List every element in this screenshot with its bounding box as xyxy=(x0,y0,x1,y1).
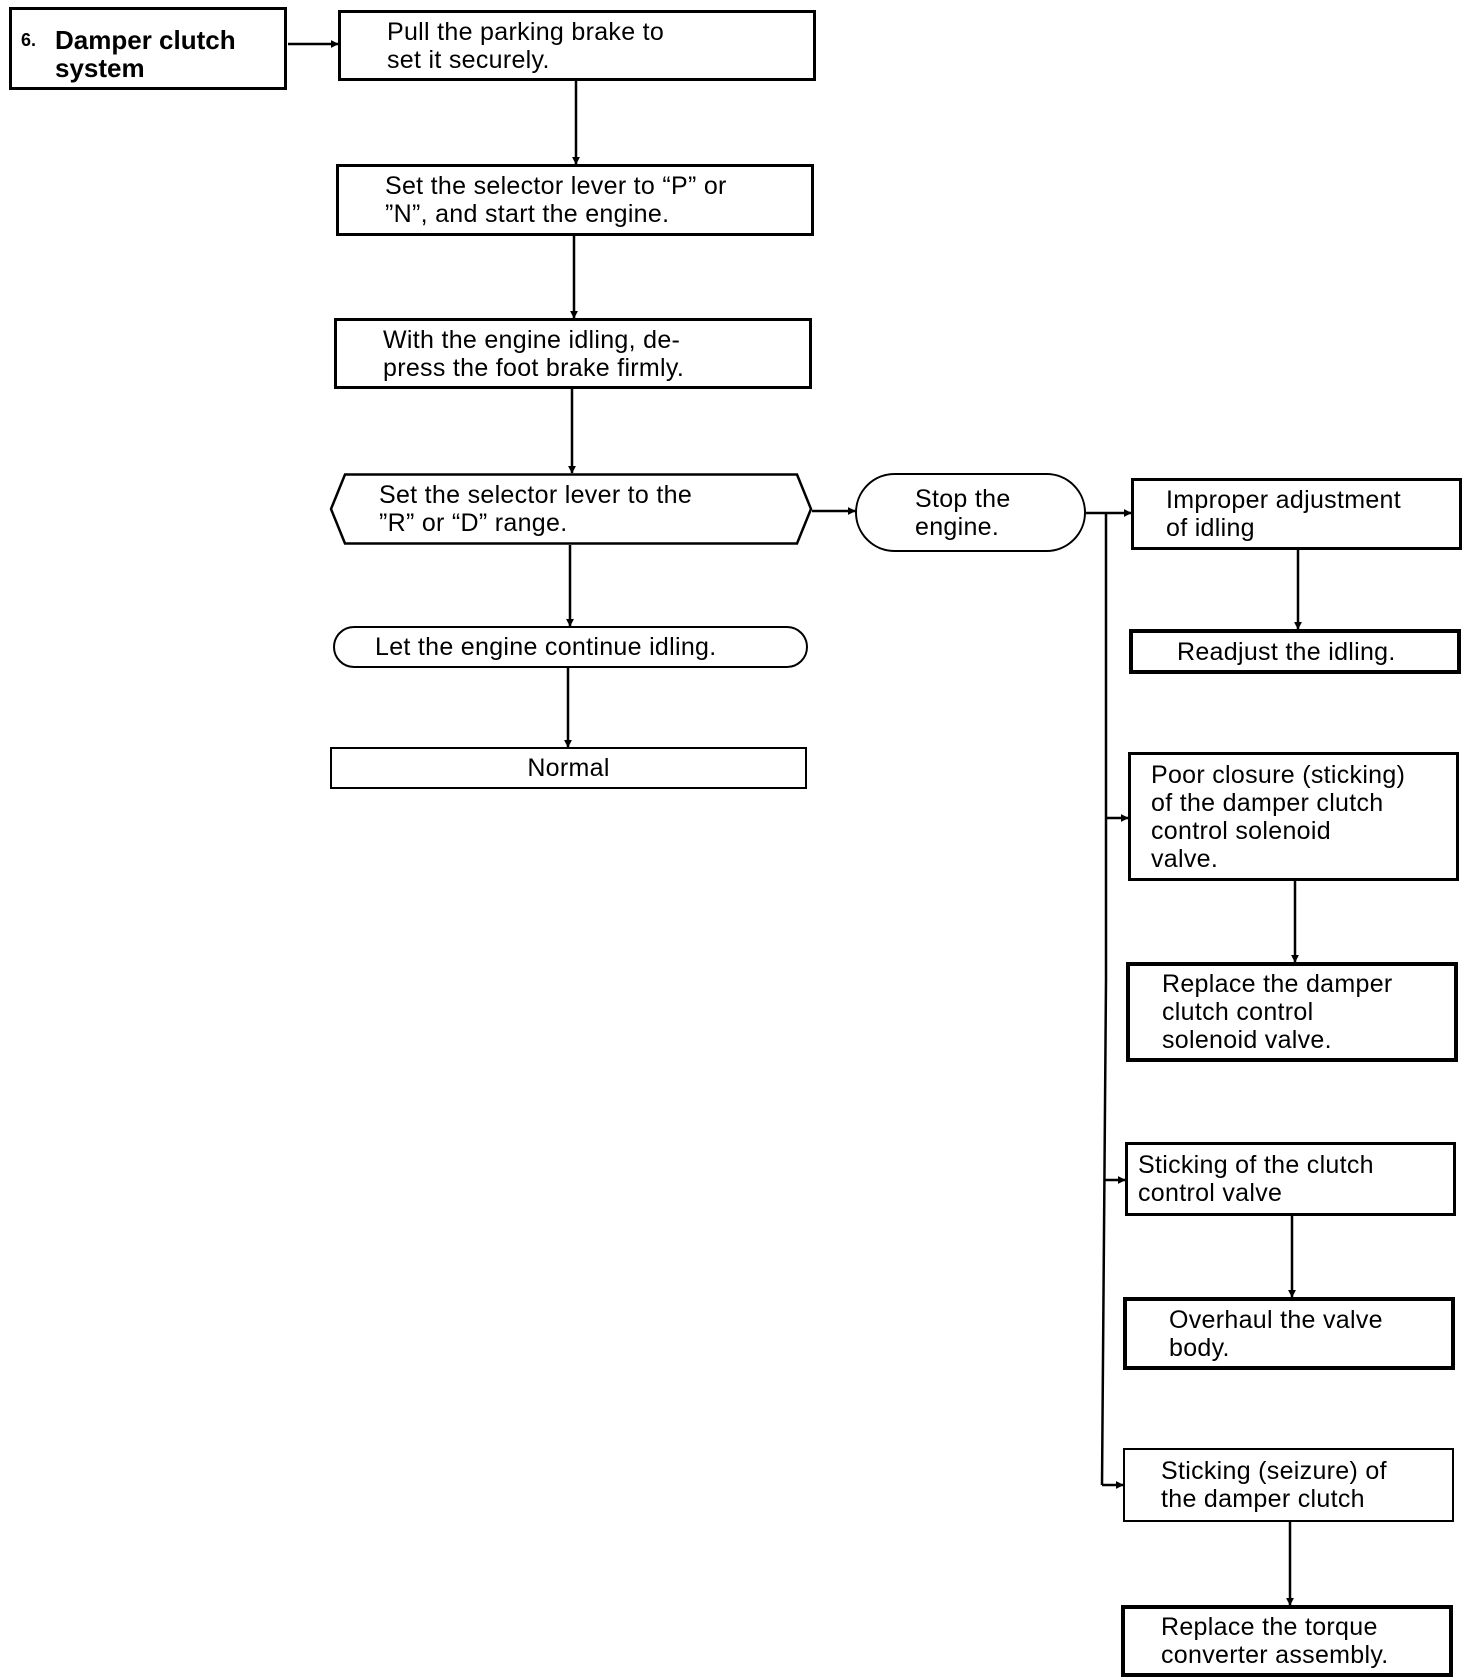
step-parking-brake: Pull the parking brake to set it securel… xyxy=(338,10,816,81)
cause-improper-idling: Improper adjustment of idling xyxy=(1131,478,1462,550)
cause-poor-closure: Poor closure (sticking) of the damper cl… xyxy=(1128,752,1459,881)
step-continue-idling: Let the engine continue idling. xyxy=(333,626,808,668)
remedy-overhaul-valve-body: Overhaul the valve body. xyxy=(1123,1297,1455,1370)
step-foot-brake-text: With the engine idling, de- press the fo… xyxy=(383,325,685,382)
remedy-overhaul-valve-body-text: Overhaul the valve body. xyxy=(1169,1305,1383,1362)
step-normal-text: Normal xyxy=(527,754,610,782)
remedy-replace-torque-converter-text: Replace the torque converter assembly. xyxy=(1161,1613,1389,1669)
cause-sticking-damper-clutch-text: Sticking (seizure) of the damper clutch xyxy=(1161,1457,1387,1513)
cause-improper-idling-text: Improper adjustment of idling xyxy=(1166,486,1401,542)
step-selector-p-n: Set the selector lever to “P” or ”N”, an… xyxy=(336,164,814,236)
remedy-replace-torque-converter: Replace the torque converter assembly. xyxy=(1121,1605,1453,1677)
section-title-box: 6. Damper clutch system xyxy=(9,7,287,90)
section-number: 6. xyxy=(21,30,37,50)
step-selector-p-n-text: Set the selector lever to “P” or ”N”, an… xyxy=(385,172,727,228)
remedy-readjust-idling: Readjust the idling. xyxy=(1129,629,1461,674)
branch-trunk-lower xyxy=(1100,979,1108,1486)
step-foot-brake: With the engine idling, de- press the fo… xyxy=(334,318,812,389)
step-continue-idling-text: Let the engine continue idling. xyxy=(375,633,717,661)
step-stop-engine: Stop the engine. xyxy=(855,473,1086,552)
remedy-readjust-idling-text: Readjust the idling. xyxy=(1177,637,1396,666)
cause-sticking-damper-clutch: Sticking (seizure) of the damper clutch xyxy=(1123,1448,1454,1522)
remedy-replace-solenoid: Replace the damper clutch control soleno… xyxy=(1126,962,1458,1062)
step-stop-engine-text: Stop the engine. xyxy=(915,484,1011,541)
step-normal: Normal xyxy=(330,747,807,789)
cause-sticking-clutch-valve: Sticking of the clutch control valve xyxy=(1125,1142,1456,1216)
section-title: Damper clutch system xyxy=(55,25,236,83)
step-selector-r-d: Set the selector lever to the ”R” or “D”… xyxy=(329,473,813,545)
step-parking-brake-text: Pull the parking brake to set it securel… xyxy=(387,17,665,74)
step-selector-r-d-text: Set the selector lever to the ”R” or “D”… xyxy=(379,481,693,537)
cause-sticking-clutch-valve-text: Sticking of the clutch control valve xyxy=(1138,1151,1374,1207)
hexagon-shape xyxy=(329,473,813,545)
remedy-replace-solenoid-text: Replace the damper clutch control soleno… xyxy=(1162,970,1393,1054)
cause-poor-closure-text: Poor closure (sticking) of the damper cl… xyxy=(1151,760,1406,873)
